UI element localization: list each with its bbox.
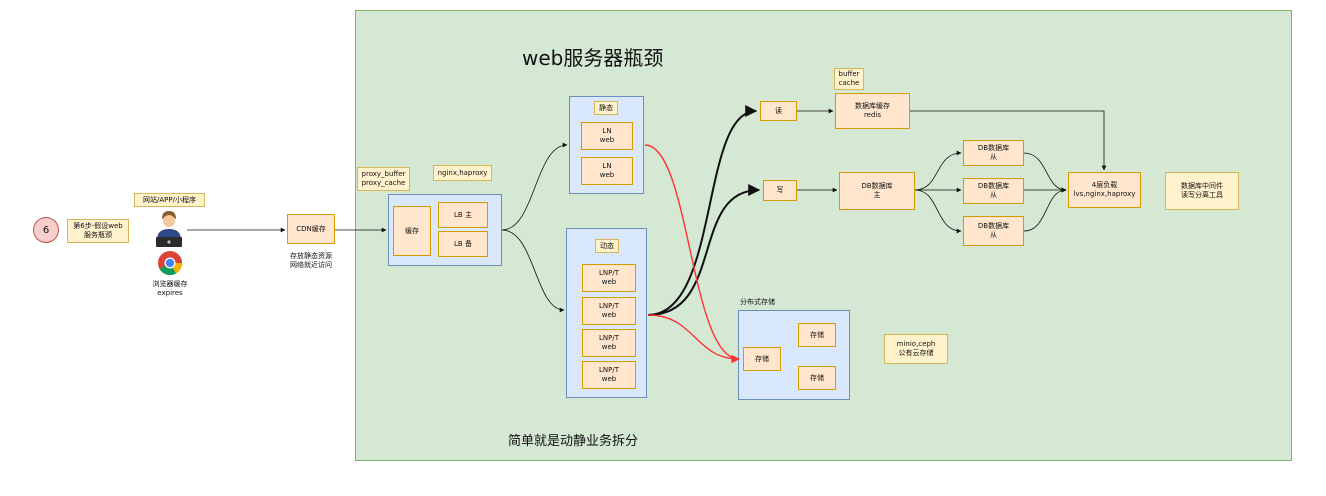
static-web-node: LN web xyxy=(581,157,633,185)
proxy-buffer-note: proxy_buffer proxy_cache xyxy=(357,167,410,191)
lb-cache-node: 缓存 xyxy=(393,206,431,256)
storage-node: 存储 xyxy=(798,366,836,390)
lb-to-dynamic-edge xyxy=(501,229,565,313)
user-laptop-icon xyxy=(154,210,184,248)
storage-label: 分布式存储 xyxy=(740,298,775,306)
lb-backup-node: LB 备 xyxy=(438,231,488,257)
redis-cache-node: 数据库缓存 redis xyxy=(835,93,910,129)
lb-to-static-edge xyxy=(501,142,568,231)
slave3-to-lb4-edge xyxy=(1023,187,1067,232)
db-middleware-note: 数据库中间件 读写分离工具 xyxy=(1165,172,1239,210)
dynamic-web-node: LNP/T web xyxy=(582,329,636,357)
db-master-node: DB数据库 主 xyxy=(839,172,915,210)
dynamic-label: 动态 xyxy=(595,239,619,253)
db-slave-node: DB数据库 从 xyxy=(963,140,1024,166)
dynamic-to-read-edge xyxy=(647,105,758,316)
chrome-browser-icon xyxy=(157,250,183,276)
diagram-subtitle: 简单就是动静业务拆分 xyxy=(508,434,639,449)
browser-cache-label: 浏览器缓存 expires xyxy=(152,280,188,297)
storage-software-note: minio,ceph 公有云存储 xyxy=(884,334,948,364)
lb-main-node: LB 主 xyxy=(438,202,488,228)
master-to-slave3-edge xyxy=(914,189,962,234)
static-web-node: LN web xyxy=(581,122,633,150)
buffer-cache-note: buffer cache xyxy=(834,68,864,90)
cdn-cache-node: CDN缓存 xyxy=(287,214,335,244)
cdn-note: 存放静态资源 网络就近访问 xyxy=(290,252,332,269)
l4-load-balancer-node: 4层负载 lvs,nginx,haproxy xyxy=(1068,172,1141,208)
dynamic-to-storage-edge xyxy=(647,314,740,364)
dynamic-to-write-edge xyxy=(647,184,761,316)
diagram-title: web服务器瓶颈 xyxy=(522,46,664,70)
cache-to-lb4-edge xyxy=(910,110,1107,171)
slave1-to-lb4-edge xyxy=(1023,152,1067,193)
db-slave-node: DB数据库 从 xyxy=(963,216,1024,246)
master-to-slave1-edge xyxy=(914,150,962,191)
step-note: 第6步-假设web 服务瓶颈 xyxy=(67,219,129,243)
storage-node: 存储 xyxy=(743,347,781,371)
dynamic-web-node: LNP/T web xyxy=(582,297,636,325)
static-to-storage-edge xyxy=(644,144,740,364)
db-slave-node: DB数据库 从 xyxy=(963,178,1024,204)
static-label: 静态 xyxy=(594,101,618,115)
storage-node: 存储 xyxy=(798,323,836,347)
dynamic-web-node: LNP/T web xyxy=(582,264,636,292)
write-node: 写 xyxy=(763,180,797,201)
dynamic-web-node: LNP/T web xyxy=(582,361,636,389)
lb-software-note: nginx,haproxy xyxy=(433,165,492,181)
client-label: 网站/APP/小程序 xyxy=(134,193,205,207)
read-node: 读 xyxy=(760,101,797,121)
step-number-circle: 6 xyxy=(33,217,59,243)
